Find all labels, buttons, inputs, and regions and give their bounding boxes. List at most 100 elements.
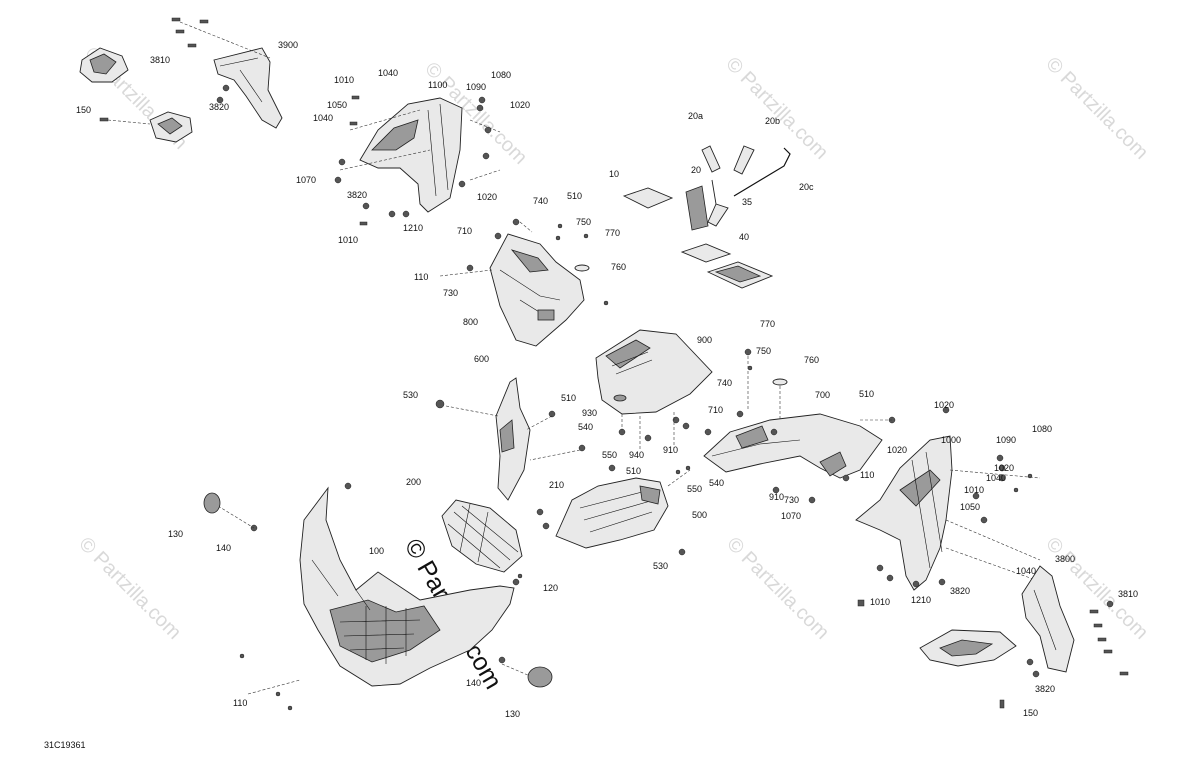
part-10-document (622, 187, 674, 209)
callout-510: 510 (626, 466, 641, 476)
callout-750: 750 (576, 217, 591, 227)
callout-710: 710 (708, 405, 723, 415)
callout-1020: 1020 (994, 463, 1014, 473)
callout-210: 210 (549, 480, 564, 490)
console-700-fasteners (704, 348, 896, 504)
callout-1020: 1020 (887, 445, 907, 455)
callout-100: 100 (369, 546, 384, 556)
callout-600: 600 (474, 354, 489, 364)
callout-530: 530 (403, 390, 418, 400)
callout-710: 710 (457, 226, 472, 236)
callout-1040: 1040 (378, 68, 398, 78)
callout-500: 500 (692, 510, 707, 520)
callout-740: 740 (717, 378, 732, 388)
callout-1090: 1090 (466, 82, 486, 92)
part-20c-wrench (733, 147, 791, 197)
callout-1010: 1010 (964, 485, 984, 495)
callout-740: 740 (533, 196, 548, 206)
callout-1040: 1040 (1016, 566, 1036, 576)
callout-40: 40 (739, 232, 749, 242)
callout-540: 540 (578, 422, 593, 432)
callout-140: 140 (216, 543, 231, 553)
callout-800: 800 (463, 317, 478, 327)
callout-770: 770 (760, 319, 775, 329)
callout-530: 530 (653, 561, 668, 571)
callout-110: 110 (860, 470, 874, 480)
callout-550: 550 (687, 484, 702, 494)
part-20a-tool (701, 145, 721, 173)
part-130-cap (203, 492, 553, 688)
callout-3800: 3800 (1055, 554, 1075, 564)
callout-3810: 3810 (150, 55, 170, 65)
callout-1010: 1010 (870, 597, 890, 607)
callout-3820: 3820 (1035, 684, 1055, 694)
callout-200: 200 (406, 477, 421, 487)
cover-900-fasteners (618, 412, 690, 450)
callout-120: 120 (543, 583, 558, 593)
callout-20: 20 (691, 165, 701, 175)
part-20-tool-kit (685, 179, 729, 231)
callout-550: 550 (602, 450, 617, 460)
console-800-fasteners (439, 218, 609, 306)
callout-35: 35 (742, 197, 752, 207)
callout-labels: 3900381038201501010104011001080109010201… (76, 40, 1138, 719)
part-1000-side-bracket (855, 435, 1041, 591)
bracket-600-fasteners (435, 399, 616, 516)
callout-140: 140 (466, 678, 481, 688)
part-900-cover (595, 329, 713, 415)
callout-510: 510 (859, 389, 874, 399)
callout-150: 150 (1023, 708, 1038, 718)
callout-1080: 1080 (1032, 424, 1052, 434)
callout-3820: 3820 (950, 586, 970, 596)
callout-130: 130 (505, 709, 520, 719)
part-200-grille (441, 499, 523, 573)
callout-770: 770 (605, 228, 620, 238)
callout-1090: 1090 (996, 435, 1016, 445)
callout-700: 700 (815, 390, 830, 400)
callout-900: 900 (697, 335, 712, 345)
bracket-1000-fasteners (857, 406, 1033, 607)
part-800-console (489, 233, 585, 347)
part-100-front-fascia (299, 486, 515, 687)
callout-110: 110 (414, 272, 428, 282)
callout-750: 750 (756, 346, 771, 356)
part-3810-bracket (79, 47, 129, 83)
callout-1080: 1080 (491, 70, 511, 80)
callout-1100: 1100 (428, 80, 447, 90)
callout-10: 10 (609, 169, 619, 179)
part-40-manual (680, 243, 774, 289)
callout-1020: 1020 (510, 100, 530, 110)
callout-1050: 1050 (960, 502, 980, 512)
part-20b-tool (733, 145, 755, 175)
callout-3820: 3820 (347, 190, 367, 200)
callout-130: 130 (168, 529, 183, 539)
callout-1050: 1050 (327, 100, 347, 110)
part-700-console (703, 413, 883, 479)
callout-940: 940 (629, 450, 644, 460)
part-150-bracket (149, 111, 193, 143)
part-3800-bracket (1021, 565, 1075, 673)
callout-510: 510 (561, 393, 576, 403)
callout-3810: 3810 (1118, 589, 1138, 599)
part-1100-side-bracket (339, 97, 501, 213)
callout-1020: 1020 (477, 192, 497, 202)
callout-910: 910 (769, 492, 784, 502)
bracket-1100-fasteners (334, 95, 492, 226)
callout-150: 150 (76, 105, 91, 115)
callout-20c: 20c (799, 182, 814, 192)
callout-760: 760 (611, 262, 626, 272)
diagram-reference-code: 31C19361 (44, 740, 86, 750)
housing-500-fasteners (542, 465, 691, 556)
callout-1010: 1010 (338, 235, 358, 245)
top-left-bolts (99, 17, 230, 125)
callout-510: 510 (567, 191, 582, 201)
fascia-100-fasteners (217, 482, 531, 711)
callout-930: 930 (582, 408, 597, 418)
callout-20a: 20a (688, 111, 703, 121)
callout-110: 110 (233, 698, 247, 708)
callout-1070: 1070 (296, 175, 316, 185)
callout-1070: 1070 (781, 511, 801, 521)
callout-1040: 1040 (986, 473, 1006, 483)
callout-1210: 1210 (911, 595, 931, 605)
